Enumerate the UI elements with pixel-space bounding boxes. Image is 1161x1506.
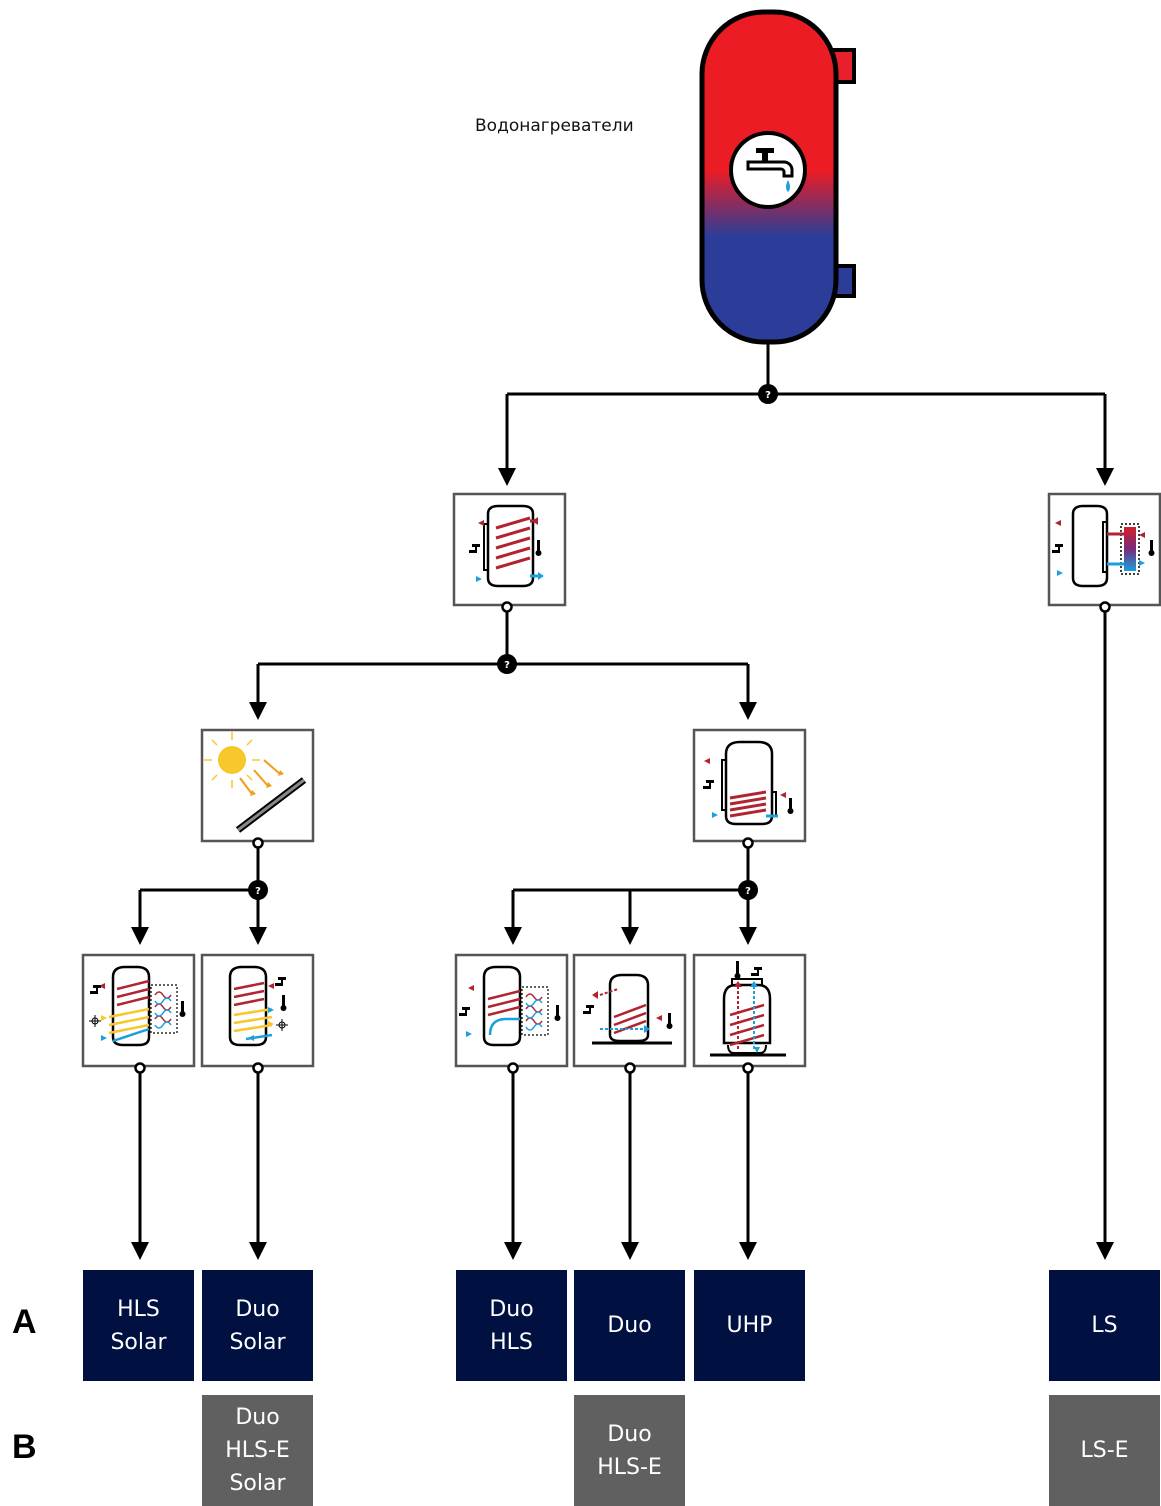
arrowheads	[131, 468, 1114, 1260]
product-hls-solar[interactable]: HLS Solar	[83, 1270, 194, 1381]
low-coil-tank-icon	[703, 740, 794, 826]
product-ls[interactable]: LS	[1049, 1270, 1160, 1381]
decision-marker: ?	[738, 880, 758, 900]
uhp-tank-icon	[710, 961, 786, 1057]
product-uhp[interactable]: UHP	[694, 1270, 805, 1381]
product-duo[interactable]: Duo	[574, 1270, 685, 1381]
indirect-coil-tank-icon	[469, 504, 544, 588]
row-label-b: B	[12, 1428, 37, 1466]
external-heat-exchanger-tank-icon	[1052, 504, 1155, 588]
product-duo-hls-e[interactable]: Duo HLS-E	[574, 1395, 685, 1506]
connector-nodes	[134, 601, 1111, 1074]
decision-marker: ?	[497, 654, 517, 674]
product-ls-e[interactable]: LS-E	[1049, 1395, 1160, 1506]
connector-lines	[138, 340, 1107, 1245]
duo-hls-tank-icon	[459, 965, 561, 1047]
product-duo-hls[interactable]: Duo HLS	[456, 1270, 567, 1381]
product-duo-hls-e-solar[interactable]: Duo HLS-E Solar	[202, 1395, 313, 1506]
decision-marker: ?	[248, 880, 268, 900]
decision-marker: ?	[758, 384, 778, 404]
solar-collector-icon	[204, 732, 307, 833]
row-label-a: A	[12, 1303, 37, 1341]
diagram-title: Водонагреватели	[475, 116, 634, 136]
hls-solar-tank-icon	[89, 965, 186, 1047]
product-duo-solar[interactable]: Duo Solar	[202, 1270, 313, 1381]
water-heater-tank-icon	[699, 9, 856, 345]
svg-text:?: ?	[255, 886, 261, 897]
svg-text:?: ?	[745, 886, 751, 897]
svg-text:?: ?	[504, 660, 510, 671]
svg-text:?: ?	[765, 390, 771, 401]
faucet-icon	[746, 148, 794, 192]
duo-solar-tank-icon	[228, 965, 288, 1047]
duo-tank-icon	[583, 973, 673, 1045]
decision-markers: ? ? ? ?	[248, 384, 778, 900]
